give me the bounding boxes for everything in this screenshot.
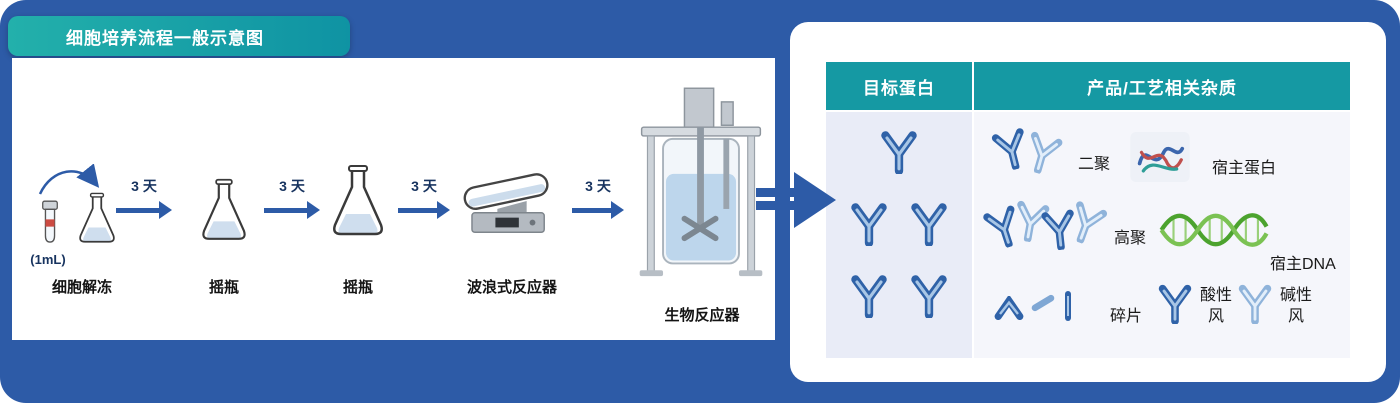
flask-icon [74, 192, 120, 246]
arrow-shaft [116, 207, 159, 213]
label-fragment: 碎片 [1110, 308, 1143, 325]
antibody-fragment-icon [994, 296, 1024, 320]
arrow-head [307, 201, 320, 219]
antibody-icon [906, 198, 952, 246]
transfer-arrow-head [794, 172, 836, 228]
label-dimer: 二聚 [1078, 156, 1111, 173]
antibody-icon [906, 270, 952, 318]
impurities-cell: 二聚 宿主蛋白 高聚 宿主DNA 碎片 酸性风 碱性风 [974, 112, 1350, 358]
label-acidic-variant: 酸性风 [1199, 287, 1232, 325]
header-target-protein: 目标蛋白 [826, 62, 972, 110]
protein-blob-icon [1130, 132, 1190, 182]
bioreactor-icon [628, 82, 774, 296]
antibody-icon [846, 270, 892, 318]
arrow-head [437, 201, 450, 219]
arrow-head [611, 201, 624, 219]
arrow-right-icon [116, 200, 172, 220]
vial-icon [40, 198, 60, 248]
antibody-fragment-icon [1030, 290, 1057, 317]
flask-icon [196, 178, 252, 244]
antibody-icon [876, 126, 922, 174]
target-protein-cell [826, 112, 972, 358]
diagram-title: 细胞培养流程一般示意图 [66, 28, 264, 48]
antibody-icon [1234, 280, 1276, 324]
header-impurities: 产品/工艺相关杂质 [974, 62, 1350, 110]
step-label-shake-flask-2: 摇瓶 [342, 279, 373, 296]
arrow-shaft [264, 207, 307, 213]
transfer-arrow-bar [756, 201, 796, 210]
label-basic-variant: 碱性风 [1279, 287, 1312, 325]
antibody-icon [846, 198, 892, 246]
process-flow-panel: (1mL) 细胞解冻 3 天 摇瓶 3 天 摇瓶 3 天 波浪式反应器 3 天 … [12, 58, 775, 340]
duration-label: 3 天 [585, 178, 611, 194]
step-label-cell-thaw: 细胞解冻 [51, 279, 112, 296]
wave-bioreactor-icon [458, 162, 566, 244]
arrow-right-icon [398, 200, 450, 220]
arrow-head [159, 201, 172, 219]
transfer-arrow-bar [756, 188, 796, 197]
transfer-arrow-icon [756, 168, 838, 232]
arrow-shaft [572, 207, 611, 213]
vial-volume-label: (1mL) [30, 252, 66, 267]
step-label-shake-flask-1: 摇瓶 [208, 279, 239, 296]
duration-label: 3 天 [131, 178, 157, 194]
impurities-table: 目标蛋白 产品/工艺相关杂质 二聚 宿主蛋白 [826, 62, 1350, 358]
arrow-right-icon [264, 200, 320, 220]
curved-arrow-icon [38, 164, 100, 195]
label-host-dna: 宿主DNA [1270, 256, 1336, 273]
dna-icon [1158, 208, 1270, 252]
duration-label: 3 天 [279, 178, 305, 194]
label-host-protein: 宿主蛋白 [1212, 160, 1277, 177]
step-label-bioreactor: 生物反应器 [664, 307, 740, 324]
arrow-shaft [398, 207, 437, 213]
arrow-right-icon [572, 200, 624, 220]
title-badge: 细胞培养流程一般示意图 [8, 16, 350, 56]
antibody-icon [1154, 280, 1196, 324]
impurities-panel: 目标蛋白 产品/工艺相关杂质 二聚 宿主蛋白 [790, 22, 1386, 382]
step-label-wave-reactor: 波浪式反应器 [466, 279, 557, 296]
duration-label: 3 天 [411, 178, 437, 194]
flask-icon [326, 160, 390, 244]
antibody-fragment-icon [1062, 290, 1074, 322]
label-aggregate: 高聚 [1114, 230, 1147, 247]
